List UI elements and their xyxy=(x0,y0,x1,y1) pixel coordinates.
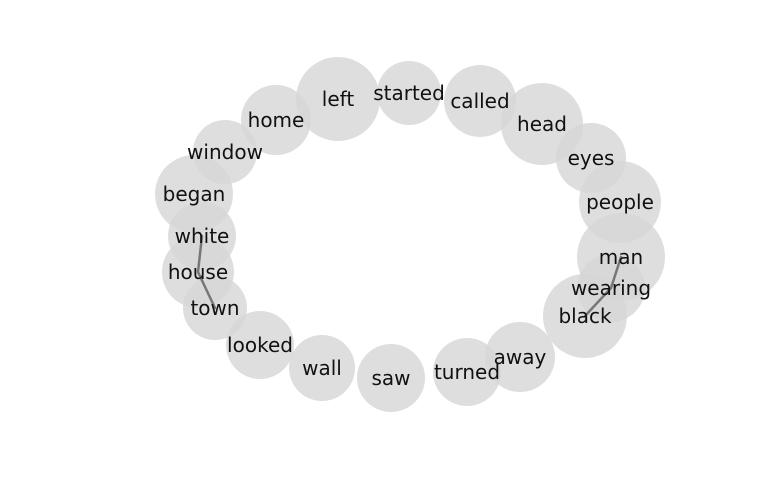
node-label-away: away xyxy=(494,345,547,369)
node-circle-left xyxy=(296,57,380,141)
edge-house-town xyxy=(196,270,217,310)
node-circle-called xyxy=(444,65,516,137)
node-circle-started xyxy=(377,61,441,125)
node-circle-looked xyxy=(226,311,294,379)
node-circle-wall xyxy=(289,335,355,401)
node-label-home: home xyxy=(248,108,305,132)
edge-wearing-black xyxy=(583,286,613,318)
node-label-eyes: eyes xyxy=(568,146,615,170)
node-label-saw: saw xyxy=(371,366,410,390)
node-circle-home xyxy=(241,85,311,155)
node-label-wall: wall xyxy=(302,356,342,380)
node-label-head: head xyxy=(517,112,567,136)
edge-white-house xyxy=(196,234,204,274)
node-label-house: house xyxy=(168,260,228,284)
node-label-looked: looked xyxy=(227,333,293,357)
edge-man-wearing xyxy=(609,255,623,290)
node-circle-saw xyxy=(357,344,425,412)
node-label-black: black xyxy=(558,304,612,328)
node-label-turned: turned xyxy=(434,360,500,384)
node-label-called: called xyxy=(450,89,509,113)
node-label-window: window xyxy=(187,140,263,164)
edges xyxy=(196,234,623,318)
node-label-town: town xyxy=(190,296,239,320)
node-label-man: man xyxy=(599,245,643,269)
node-circle-away xyxy=(485,322,555,392)
node-label-white: white xyxy=(175,224,230,248)
node-label-people: people xyxy=(586,190,654,214)
node-circle-turned xyxy=(433,338,501,406)
node-label-wearing: wearing xyxy=(571,276,651,300)
node-label-began: began xyxy=(163,182,226,206)
node-label-left: left xyxy=(322,87,355,111)
node-label-started: started xyxy=(373,81,445,105)
node-circles xyxy=(155,57,665,412)
